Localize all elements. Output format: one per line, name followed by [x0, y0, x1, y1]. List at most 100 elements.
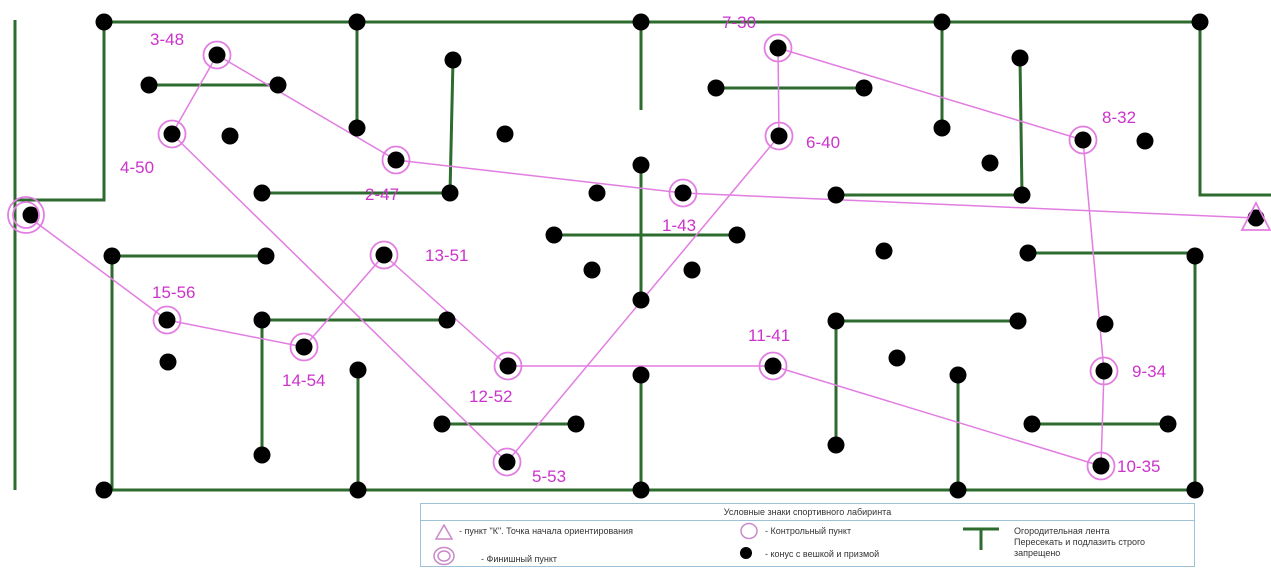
route-segment — [777, 47, 1084, 141]
checkpoint-circle — [202, 40, 232, 70]
cone-dot — [949, 481, 967, 499]
start-triangle — [1240, 201, 1271, 231]
legend-fence: Огородительная лента Пересекать и подлаз… — [1014, 526, 1145, 559]
cone-dot — [683, 261, 701, 279]
cone-dot — [1019, 244, 1037, 262]
checkpoint-cone — [770, 127, 788, 145]
cone-dot — [707, 79, 725, 97]
cone-dot — [981, 154, 999, 172]
checkpoint-circle — [381, 145, 411, 175]
cone-dot — [827, 186, 845, 204]
checkpoint-cone — [674, 184, 692, 202]
cone-dot — [221, 127, 239, 145]
route-segment — [1082, 139, 1105, 372]
checkpoints — [152, 33, 1119, 481]
fence-lines — [13, 20, 1271, 492]
cone-dot — [433, 415, 451, 433]
cone-dot — [1009, 312, 1027, 330]
cone-dot — [855, 79, 873, 97]
checkpoint-cone — [295, 338, 313, 356]
route-segment — [682, 192, 1257, 219]
checkpoint-label: 7-30 — [722, 13, 756, 32]
cone-dot — [22, 206, 40, 224]
start-triangle-icon — [435, 524, 453, 540]
cone-dot — [496, 125, 514, 143]
cone-dot — [444, 51, 462, 69]
cone-dot-icon — [740, 547, 752, 559]
cone-dot — [1013, 186, 1031, 204]
cone-dot — [933, 119, 951, 137]
checkpoint-circle — [152, 305, 182, 335]
cone-dot — [632, 481, 650, 499]
legend-fence-line1: Огородительная лента — [1014, 526, 1110, 536]
checkpoint-cone — [387, 151, 405, 169]
cone-dot — [103, 247, 121, 265]
finish-outer-circle — [7, 196, 45, 234]
checkpoint-circle — [763, 33, 793, 63]
cone-dot — [632, 366, 650, 384]
route-segment — [25, 214, 168, 321]
checkpoint-circle — [369, 240, 399, 270]
route-segment — [216, 54, 397, 161]
route-segment — [166, 319, 305, 348]
route-segment — [395, 159, 684, 194]
legend-fence-line2: Пересекать и подлазить строго — [1014, 537, 1146, 547]
checkpoint-cone — [163, 125, 181, 143]
cone-dot — [253, 446, 271, 464]
cone-dot — [441, 184, 459, 202]
checkpoint-label: 15-56 — [152, 283, 195, 302]
checkpoint-label: 13-51 — [425, 246, 468, 265]
cone-dot — [827, 436, 845, 454]
cone-dot — [1023, 415, 1041, 433]
finish-inner-circle — [12, 201, 40, 229]
legend-fence-line3: запрещено — [1014, 548, 1061, 558]
route-segment — [383, 254, 509, 367]
checkpoint-label: 3-48 — [150, 30, 184, 49]
cone-dot — [349, 481, 367, 499]
cone-dot — [95, 13, 113, 31]
fence-segment — [15, 20, 1271, 202]
cone-dot — [253, 184, 271, 202]
cone-dot — [875, 242, 893, 260]
route-segment — [1100, 370, 1105, 467]
route-lines — [25, 47, 1257, 467]
fence-segment — [448, 59, 455, 194]
checkpoint-circle — [1086, 451, 1116, 481]
cone-dot — [349, 361, 367, 379]
cone-dot — [632, 13, 650, 31]
cone-dot — [545, 226, 563, 244]
checkpoint-cone — [158, 311, 176, 329]
checkpoint-cone — [208, 46, 226, 64]
cone-dot — [348, 13, 366, 31]
cone-dot — [257, 247, 275, 265]
checkpoint-label: 4-50 — [120, 158, 154, 177]
checkpoint-cone — [375, 246, 393, 264]
cone-dot — [1136, 132, 1154, 150]
checkpoint-label: 8-32 — [1102, 108, 1136, 127]
cone-dot — [1159, 415, 1177, 433]
cone-dot — [438, 311, 456, 329]
cone-dot — [95, 481, 113, 499]
checkpoint-label: 11-41 — [748, 326, 790, 345]
checkpoint-label: 1-43 — [662, 216, 696, 235]
legend-title: Условные знаки спортивного лабиринта — [421, 504, 1194, 521]
cone-dot — [253, 311, 271, 329]
cone-dot — [933, 13, 951, 31]
cone-dot — [1247, 209, 1265, 227]
checkpoint-circle — [764, 121, 794, 151]
control-circle-icon — [740, 522, 758, 540]
checkpoint-circle — [1068, 125, 1098, 155]
cone-dot — [1096, 315, 1114, 333]
checkpoint-label: 12-52 — [469, 387, 512, 406]
cone-dot — [1186, 247, 1204, 265]
cone-dot — [728, 226, 746, 244]
cone-dot — [632, 291, 650, 309]
fence-t-icon — [963, 527, 999, 550]
checkpoint-circle — [289, 332, 319, 362]
checkpoint-label: 6-40 — [806, 133, 840, 152]
checkpoint-circle — [157, 119, 187, 149]
cone-dot — [348, 119, 366, 137]
checkpoint-label: 5-53 — [532, 467, 566, 486]
checkpoint-label: 14-54 — [282, 371, 325, 390]
